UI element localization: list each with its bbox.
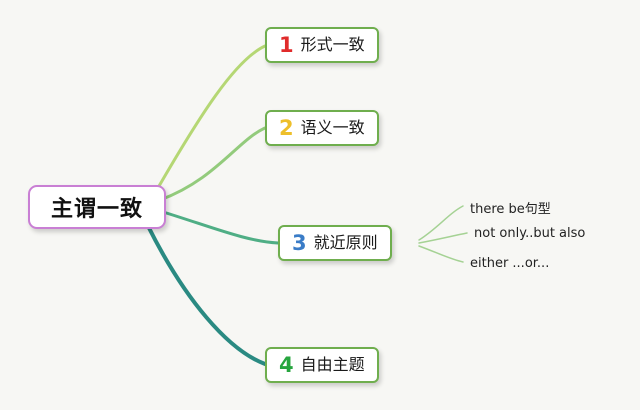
subitem-label-2[interactable]: not only..but also	[474, 226, 586, 241]
root-node[interactable]: 主谓一致	[28, 185, 166, 229]
branch-number: 2	[279, 115, 294, 140]
branch-node-4[interactable]: 4 自由主题	[265, 347, 379, 383]
branch-curve-1	[153, 44, 267, 195]
branch-label: 语义一致	[300, 118, 365, 137]
branch-number: 3	[292, 230, 307, 255]
branch-number: 1	[279, 32, 294, 57]
branch-label: 就近原则	[313, 233, 378, 252]
branch-node-3[interactable]: 3 就近原则	[278, 225, 392, 261]
branch-curve-4	[146, 224, 267, 366]
subitem-label-3[interactable]: either ...or...	[470, 256, 550, 271]
subitem-label-1[interactable]: there be句型	[470, 202, 551, 217]
root-label: 主谓一致	[50, 197, 143, 222]
subitem-curve-1	[418, 205, 464, 241]
branch-node-2[interactable]: 2 语义一致	[265, 110, 379, 146]
branch-number: 4	[279, 352, 294, 377]
branch-node-1[interactable]: 1 形式一致	[265, 27, 379, 63]
subitem-curve-2	[418, 232, 468, 244]
branch-label: 形式一致	[300, 35, 365, 54]
branch-label: 自由主题	[300, 355, 365, 374]
subitem-curve-3	[418, 245, 464, 263]
branch-curve-3	[158, 209, 280, 245]
branch-curve-2	[158, 126, 267, 202]
